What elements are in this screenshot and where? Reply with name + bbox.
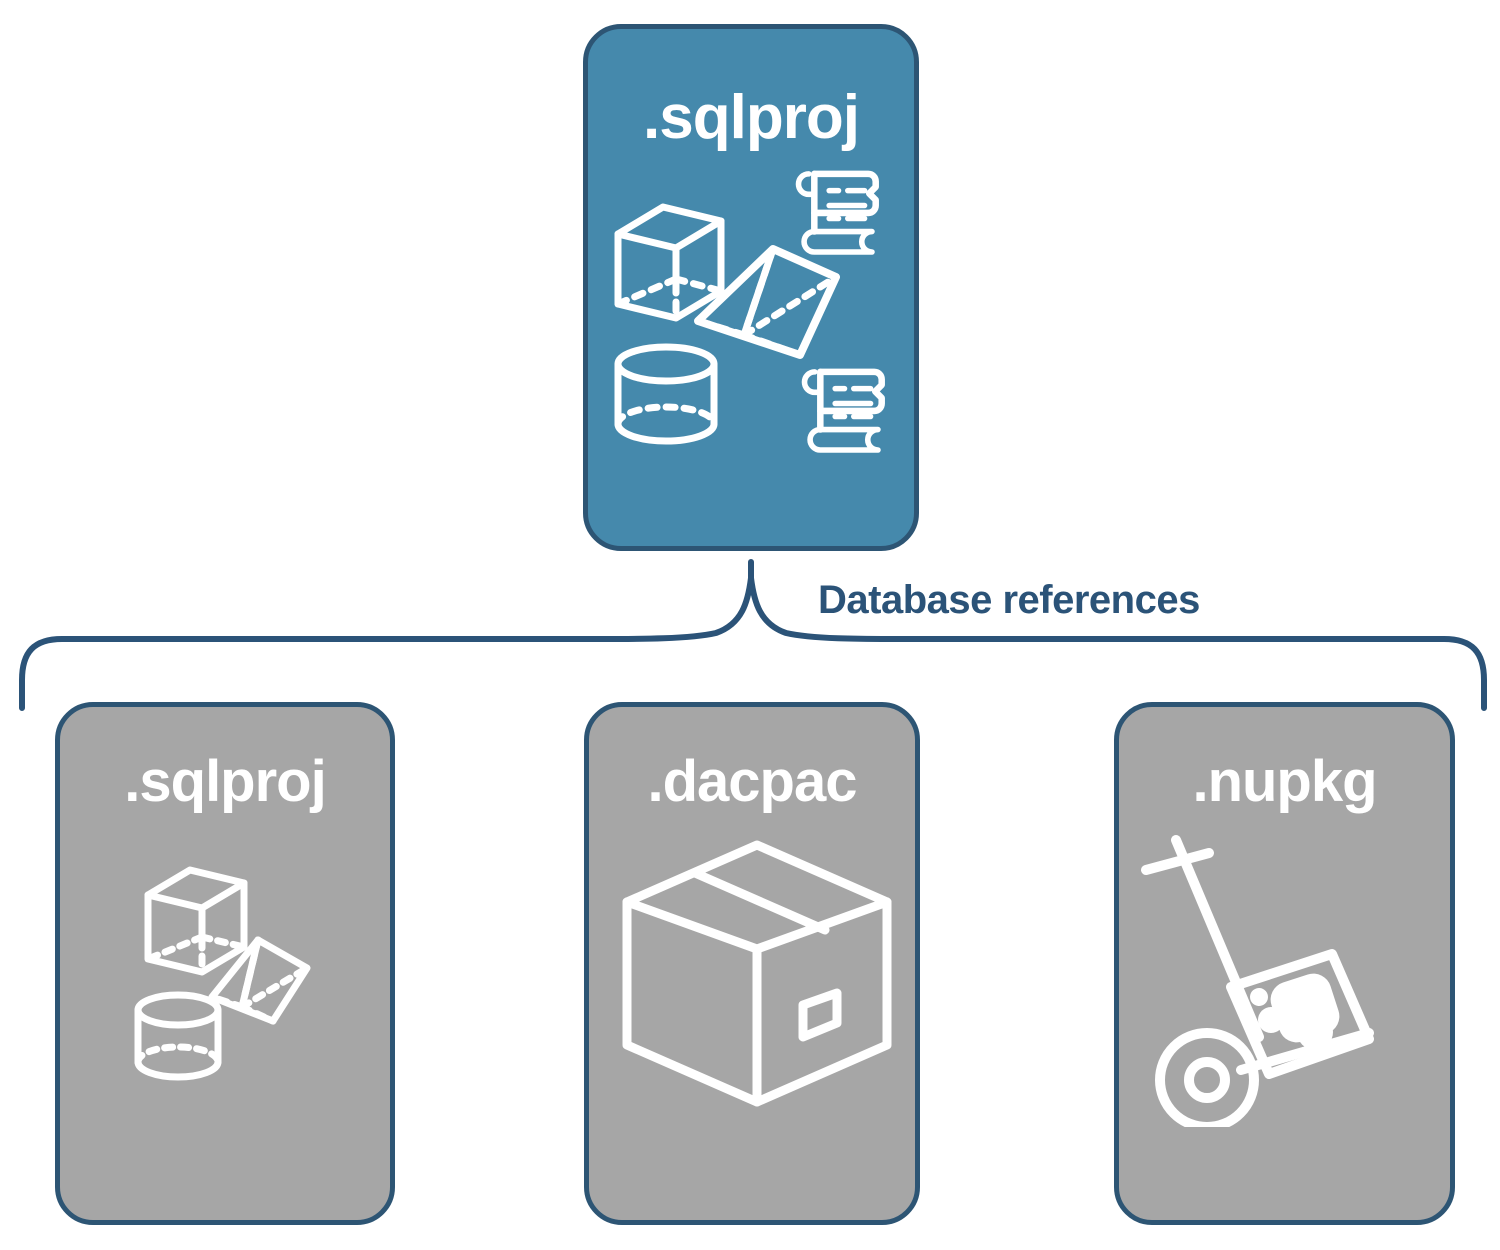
cardboard-box-svg	[622, 840, 892, 1107]
nupkg-icon-group	[1119, 827, 1450, 1132]
pyramid-wireframe-icon	[694, 245, 840, 359]
nuget-glyph-icon	[1250, 973, 1340, 1050]
script-scroll-icon	[795, 170, 879, 255]
sqlproj-icons-svg	[134, 866, 311, 1081]
node-nupkg-reference[interactable]: .nupkg	[1114, 702, 1455, 1225]
root-icon-group	[588, 159, 914, 459]
node-title: .nupkg	[1192, 749, 1377, 814]
pyramid-wireframe-icon	[208, 936, 311, 1025]
dacpac-icon-group	[589, 827, 915, 1127]
hand-truck-package-svg	[1141, 835, 1374, 1132]
node-dacpac-reference[interactable]: .dacpac	[584, 702, 920, 1225]
cube-wireframe-icon	[614, 203, 725, 322]
cube-wireframe-icon	[144, 866, 248, 976]
cardboard-box-icon	[622, 840, 892, 1107]
node-sqlproj-reference[interactable]: .sqlproj	[55, 702, 395, 1225]
connector-label: Database references	[818, 578, 1200, 622]
script-scroll-icon	[801, 368, 885, 453]
node-title: .dacpac	[647, 749, 858, 814]
cylinder-wireframe-icon	[134, 991, 222, 1081]
node-sqlproj-root[interactable]: .sqlproj	[583, 24, 919, 551]
node-title: .sqlproj	[124, 749, 326, 814]
database-references-bracket	[19, 559, 1487, 711]
hand-truck-package-icon	[1141, 835, 1374, 1132]
sqlproj-icon-group	[60, 837, 390, 1117]
node-title: .sqlproj	[643, 83, 860, 152]
cylinder-wireframe-icon	[614, 343, 718, 445]
root-icons-svg	[614, 170, 885, 453]
